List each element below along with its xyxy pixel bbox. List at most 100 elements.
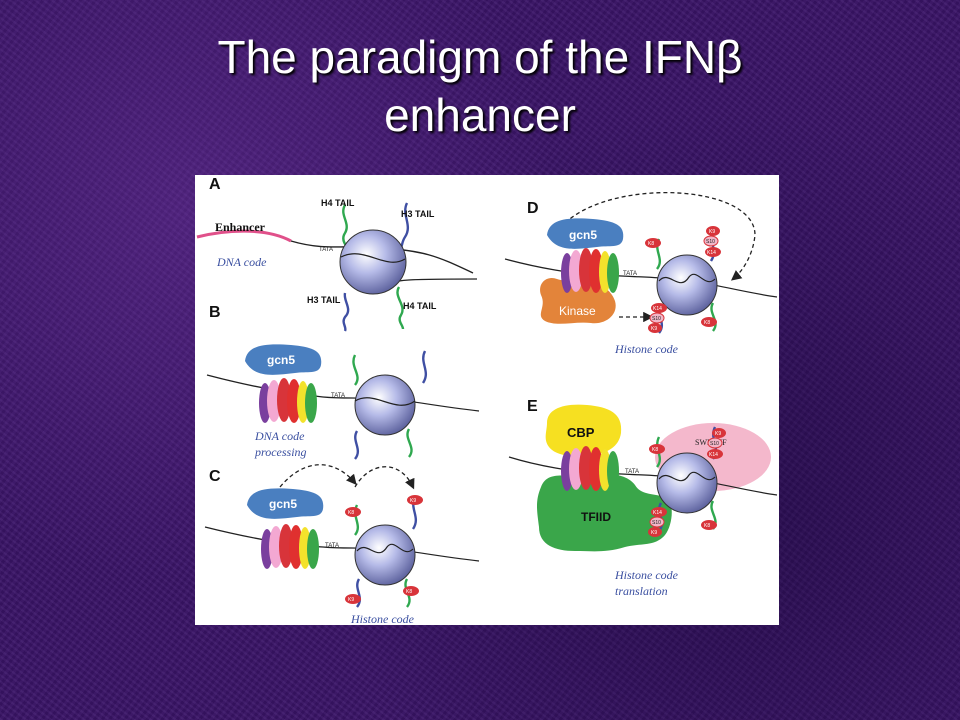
cbp-label: CBP: [567, 425, 595, 440]
k8-modification: [645, 238, 661, 248]
k9-label: K9: [348, 597, 354, 603]
k8-modification: [701, 317, 717, 327]
s10-label: S10: [710, 441, 719, 447]
h4-tail: [710, 302, 717, 332]
activator-protein: [589, 447, 603, 491]
k14-modification: [705, 247, 721, 257]
dna-code-processing-caption: DNA code: [254, 429, 305, 443]
activator-protein: [569, 448, 583, 490]
h3-tail: [657, 502, 664, 532]
panel-a: A H4 TAIL H3 TAIL H3 TAIL H4 TAIL Enhanc…: [196, 176, 478, 332]
k9-label: K9: [715, 431, 721, 437]
slide-title: The paradigm of the IFNβ enhancer: [0, 28, 960, 144]
k8-label: K8: [406, 589, 412, 595]
s10-label: S10: [706, 239, 715, 245]
activator-protein: [589, 249, 603, 293]
k8-label: K8: [348, 510, 354, 516]
nucleosome: [339, 229, 407, 295]
h4-tail: [406, 428, 413, 458]
k8-label: K8: [704, 523, 710, 529]
k14-label: K14: [709, 452, 718, 458]
gcn5-label: gcn5: [267, 353, 295, 367]
panel-d-letter: D: [527, 200, 539, 217]
k8-modification: [403, 586, 419, 596]
k9-modification: [706, 226, 720, 236]
activator-protein: [305, 383, 317, 423]
s10-modification: [649, 312, 665, 324]
cbp-complex: [545, 404, 622, 457]
k14-label: K14: [653, 510, 662, 516]
h3-tail: [353, 430, 360, 460]
nucleosome: [354, 374, 416, 436]
enhancer-figure: A H4 TAIL H3 TAIL H3 TAIL H4 TAIL Enhanc…: [195, 175, 779, 625]
slide-title-line1: The paradigm of the IFNβ: [217, 31, 743, 83]
s10-modification: [703, 235, 719, 247]
activator-protein: [579, 446, 593, 490]
dna-wrap: [356, 543, 414, 554]
histone-code-caption: Histone code: [350, 612, 415, 625]
k8-label: K8: [704, 320, 710, 326]
panel-c-letter: C: [209, 468, 221, 485]
gcn5-complex: [245, 344, 322, 375]
k9-modification: [712, 428, 726, 438]
k8-label: K8: [652, 447, 658, 453]
tata-label: TATA: [319, 247, 333, 253]
k9-modification: [345, 594, 361, 604]
panel-a-letter: A: [209, 176, 221, 193]
tata-label: TATA: [331, 393, 345, 399]
panel-b: B gcn5 TATA DNA code processing: [206, 304, 480, 460]
gcn5-complex: [547, 218, 624, 249]
h4-tail-label: H4 TAIL: [403, 301, 437, 311]
activator-protein: [279, 524, 293, 568]
gcn5-label: gcn5: [569, 228, 597, 242]
activator-protein: [579, 248, 593, 292]
k9-modification: [648, 323, 662, 333]
tata-label: TATA: [325, 543, 339, 549]
activator-protein: [277, 378, 291, 422]
h4-tail: [352, 354, 359, 386]
k14-modification: [651, 303, 667, 313]
panel-d: D gcn5 Kinase TATA K8 K9 S10 K14 K14 S10: [504, 192, 778, 356]
h4-tail-label: H4 TAIL: [321, 198, 355, 208]
k14-modification: [651, 507, 667, 517]
dna-wrap: [354, 397, 416, 406]
histone-code-caption: Histone code: [614, 342, 679, 356]
dna-wrap: [658, 471, 716, 482]
k9-modification: [648, 527, 662, 537]
k8-modification: [701, 520, 717, 530]
k9-label: K9: [410, 498, 416, 504]
enhancer-label: Enhancer: [215, 220, 266, 234]
activator-protein: [307, 529, 319, 569]
enhancer-dna: [196, 229, 292, 243]
tata-label: TATA: [623, 271, 637, 277]
k14-label: K14: [653, 306, 662, 312]
k9-label: K9: [709, 229, 715, 235]
s10-label: S10: [652, 520, 661, 526]
k9-label: K9: [651, 326, 657, 332]
activator-protein: [569, 250, 583, 292]
k8-modification: [345, 507, 361, 517]
h3-tail-label: H3 TAIL: [401, 209, 435, 219]
activator-protein: [267, 380, 281, 422]
activator-protein: [289, 525, 303, 569]
activator-protein: [287, 379, 301, 423]
k14-modification: [707, 449, 723, 459]
dna-wrap: [658, 273, 716, 284]
dna-code-processing-caption: processing: [254, 445, 307, 459]
k9-modification: [407, 495, 423, 505]
slide-title-line2: enhancer: [384, 89, 576, 141]
s10-modification: [649, 516, 665, 528]
k9-label: K9: [651, 530, 657, 536]
activator-protein: [607, 451, 619, 491]
tata-label: TATA: [625, 469, 639, 475]
h3-tail: [421, 350, 428, 384]
tfiid-label: TFIID: [581, 510, 611, 524]
s10-label: S10: [652, 316, 661, 322]
kinase-label: Kinase: [559, 304, 596, 318]
nucleosome: [656, 452, 718, 514]
activator-protein: [607, 253, 619, 293]
acetylation-arrow: [279, 464, 357, 488]
activator-protein: [269, 526, 283, 568]
gcn5-label: gcn5: [269, 497, 297, 511]
nucleosome: [354, 524, 416, 586]
